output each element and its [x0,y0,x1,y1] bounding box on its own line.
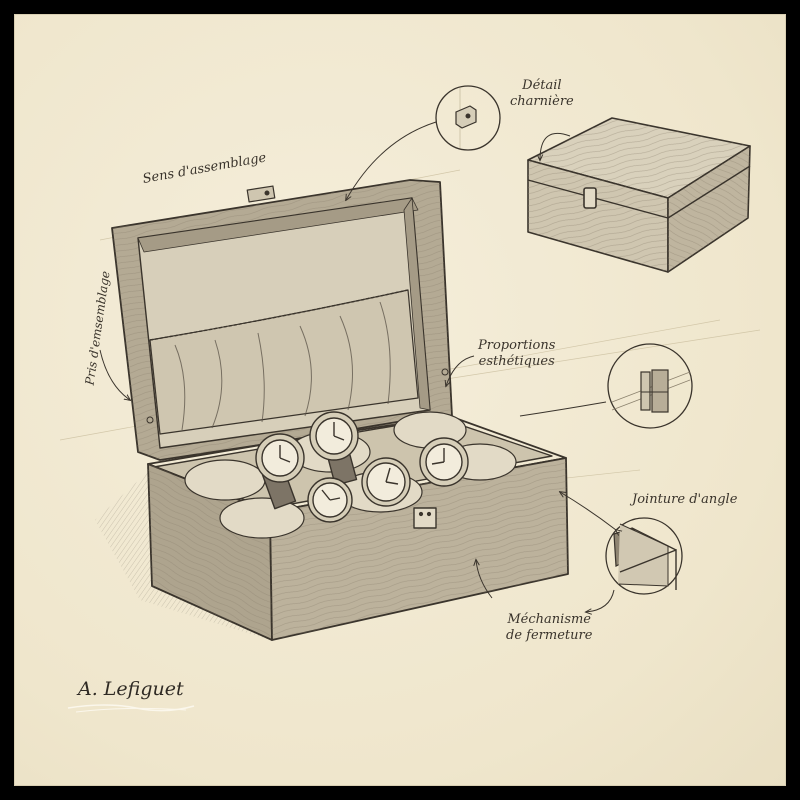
signature-flourish [67,704,195,713]
watch-1 [255,433,305,510]
label-proportions-line1: Proportions [478,338,556,353]
label-aesthetic-proportions: Proportions esthétiques [478,338,555,370]
annotation-arrows [99,121,616,612]
label-hinge-detail-line2: charnière [510,94,574,109]
label-hinge-detail-line1: Détail [522,78,562,93]
open-watch-box [111,179,569,641]
label-corner-joint: Jointure d'angle [632,492,738,507]
watch-4 [361,457,411,507]
label-hinge-detail: Détail charnière [510,78,574,110]
watch-5 [419,437,469,487]
watches [255,411,469,523]
watch-3 [307,477,353,523]
front-clasp [413,507,437,529]
hinge-detail-circle [435,85,501,151]
closed-watch-box [527,117,751,273]
closed-box-clasp [583,187,597,209]
clasp-detail-circle [607,343,693,429]
lid-clasp [246,185,276,203]
corner-joint-circle [605,517,683,595]
label-proportions-line2: esthétiques [478,354,555,369]
label-closing-mechanism: Méchanisme de fermeture [506,612,592,644]
label-mechanism-line1: Méchanisme [507,612,592,627]
watch-2 [309,411,359,486]
label-mechanism-line2: de fermeture [506,628,593,643]
artist-signature: A. Lefiguet [78,678,184,700]
